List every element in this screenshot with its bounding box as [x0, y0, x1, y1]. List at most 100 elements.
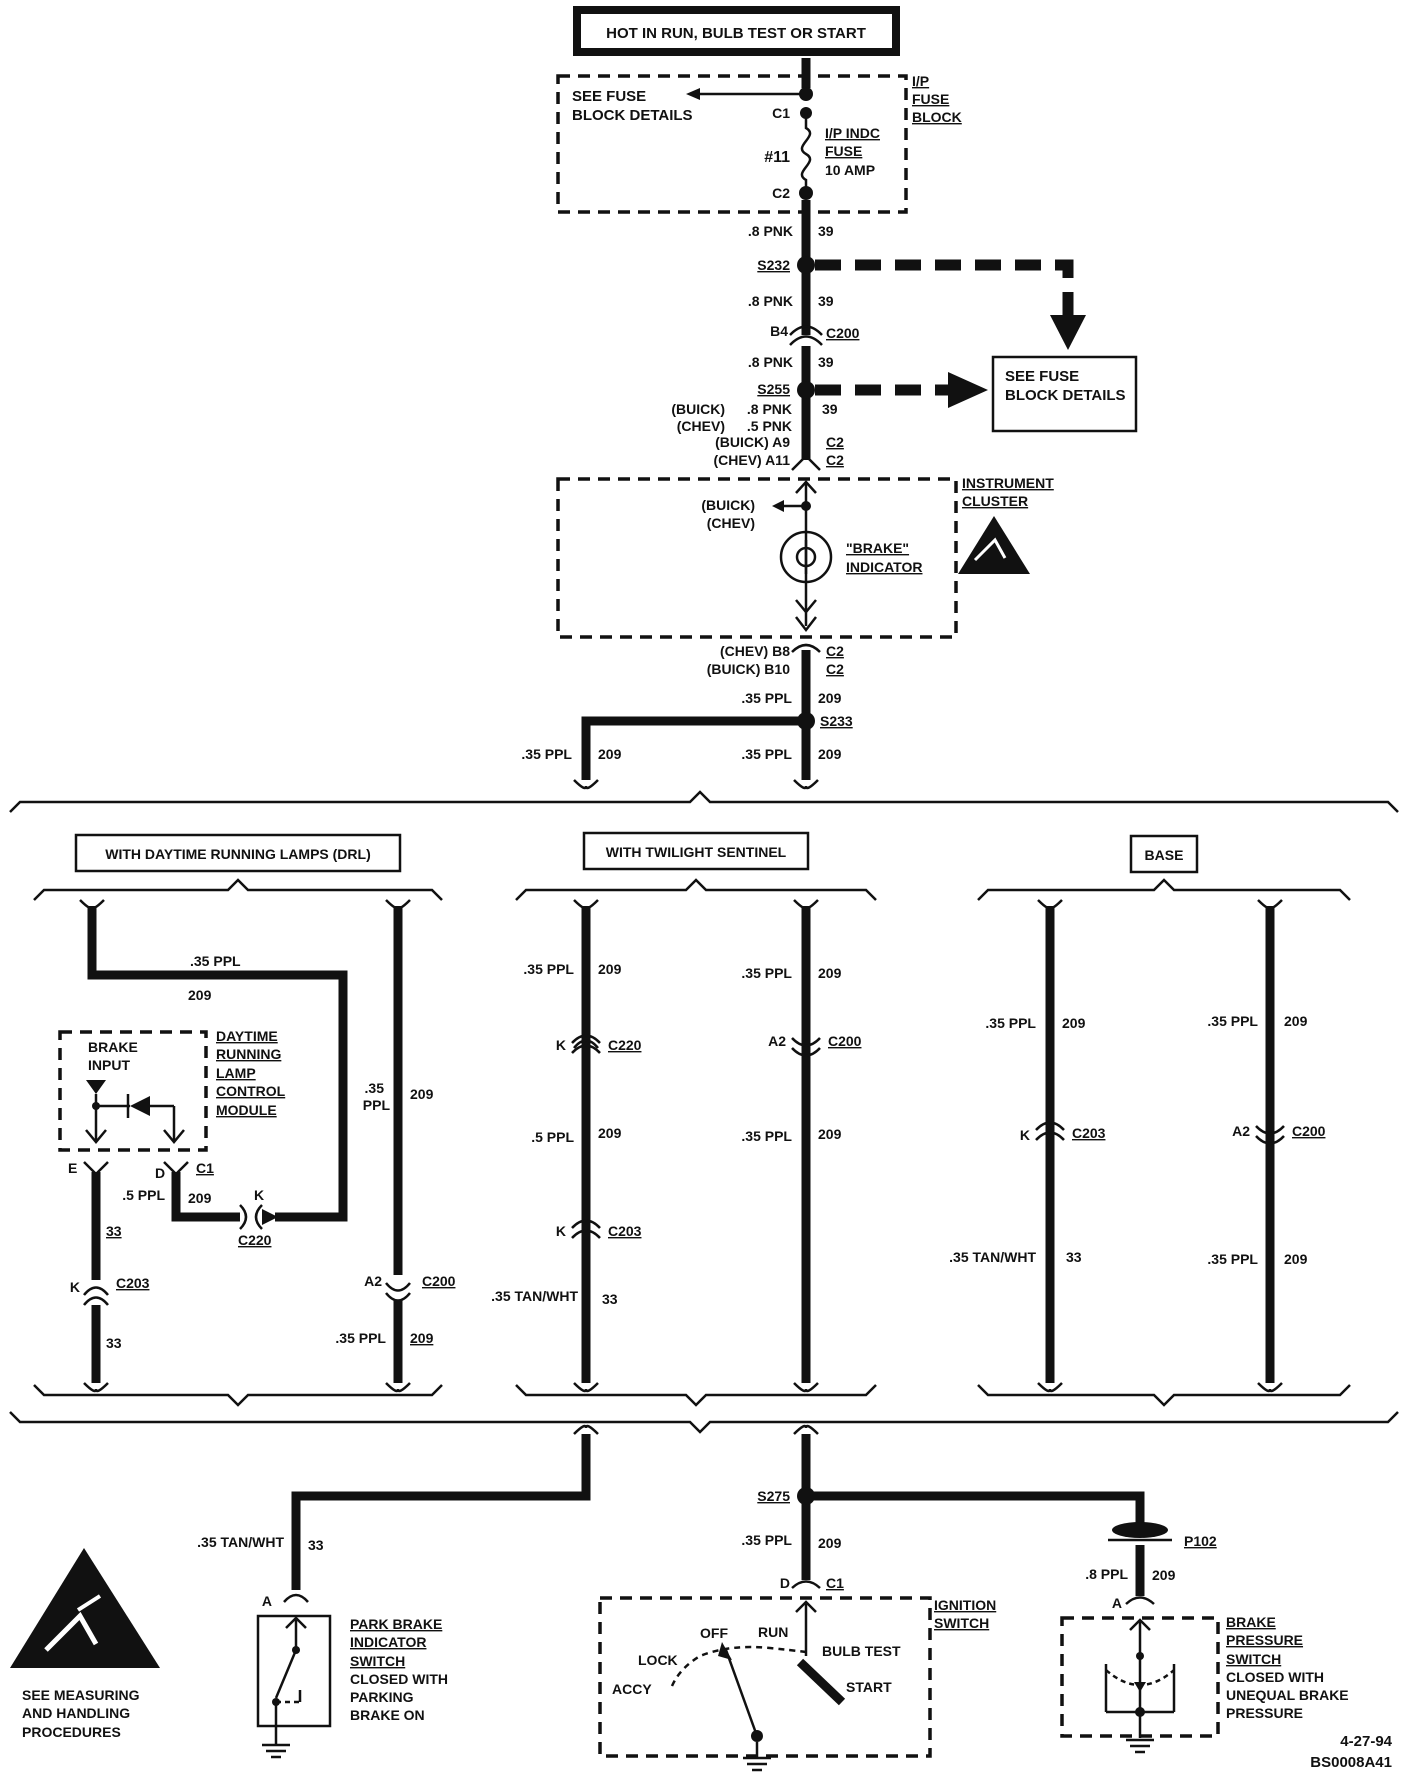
connector-label: P102 — [1184, 1533, 1217, 1549]
circuit-label: 209 — [818, 1126, 842, 1142]
pin-label: A2 — [1232, 1123, 1250, 1139]
circuit-label: 33 — [602, 1291, 618, 1307]
wire-label: .35 PPL — [741, 690, 792, 706]
connector-label: C200 — [1292, 1123, 1326, 1139]
circuit-label: 209 — [1152, 1567, 1176, 1583]
brake-indicator-bulb-icon — [779, 530, 833, 584]
wire-label: .8 PPL — [1085, 1566, 1128, 1582]
switch-pointer-icon — [718, 1642, 732, 1660]
pin-label: A2 — [768, 1033, 786, 1049]
wire-label: .35 — [365, 1080, 385, 1096]
ignition-switch — [598, 1596, 932, 1758]
pin-label: A2 — [364, 1273, 382, 1289]
circuit-label: 209 — [818, 690, 842, 706]
brake-pressure-switch — [1060, 1616, 1220, 1738]
header: HOT IN RUN, BULB TEST OR START — [573, 6, 900, 56]
main-wire: .8 PNK 39 S232 .8 PNK 39 B4 C200 .8 PNK … — [671, 200, 1086, 471]
splice-s255 — [797, 381, 815, 399]
wire-label: .35 PPL — [985, 1015, 1036, 1031]
ground-icon — [743, 1756, 771, 1772]
circuit-label: 39 — [822, 401, 838, 417]
circuit-label: 33 — [106, 1223, 122, 1239]
arrow-down-icon — [1050, 315, 1086, 350]
esd-warning-icon — [10, 1548, 160, 1668]
wire-label: .35 PPL — [523, 961, 574, 977]
variant-label: (BUICK) — [671, 401, 725, 417]
splice-label: S232 — [757, 257, 790, 273]
switch-label: BRAKE ON — [350, 1707, 425, 1723]
splice-label: S255 — [757, 381, 790, 397]
switch-label: PARKING — [350, 1689, 414, 1705]
cluster-label: INSTRUMENT — [962, 475, 1054, 491]
connector-label: C1 — [826, 1575, 844, 1591]
switch-label: BRAKE — [1226, 1614, 1276, 1630]
twilight-section: WITH TWILIGHT SENTINEL .35 PPL 209 K C22… — [491, 831, 877, 1407]
fuse-details-text: SEE FUSE — [1005, 368, 1079, 385]
connector-label: C2 — [826, 643, 844, 659]
connector-label: C203 — [116, 1275, 150, 1291]
connector-label: C220 — [608, 1037, 642, 1053]
connector-label: C2 — [826, 452, 844, 468]
fuse-details-text: BLOCK DETAILS — [1005, 387, 1126, 404]
circuit-label: 209 — [1062, 1015, 1086, 1031]
switch-label: IGNITION — [934, 1597, 996, 1613]
park-brake-switch — [256, 1614, 332, 1745]
connector-label: C200 — [826, 325, 860, 341]
wire-label: .35 PPL — [741, 965, 792, 981]
diagram-code: BS0008A41 — [1310, 1754, 1392, 1771]
pin-label: K — [254, 1187, 264, 1203]
fuse-details-note-2: BLOCK DETAILS — [572, 107, 693, 124]
connector-label: C1 — [196, 1160, 214, 1176]
wire-label: .35 TAN/WHT — [949, 1249, 1036, 1265]
arrow-icon — [686, 88, 700, 100]
wire-label: .8 PNK — [747, 401, 792, 417]
bottom-section: .35 TAN/WHT 33 S275 .35 PPL 209 P102 .8 … — [10, 1424, 1393, 1772]
connector-c200 — [789, 325, 823, 336]
pin-label: (BUICK) A9 — [715, 434, 790, 450]
circuit-label: 209 — [818, 1535, 842, 1551]
connector-label: C200 — [828, 1033, 862, 1049]
esd-note: SEE MEASURING — [22, 1687, 140, 1703]
pin-label: A — [1112, 1595, 1122, 1611]
module-label: MODULE — [216, 1102, 277, 1118]
pin-label: (CHEV) A11 — [713, 452, 790, 468]
switch-label: CLOSED WITH — [350, 1671, 448, 1687]
ignition-position-label: BULB TEST — [822, 1643, 901, 1659]
esd-note: AND HANDLING — [22, 1705, 130, 1721]
pin-label: K — [70, 1279, 80, 1295]
cluster-output: (CHEV) B8 (BUICK) B10 C2 C2 .35 PPL 209 … — [521, 643, 853, 790]
pin-label: K — [556, 1223, 566, 1239]
splice-s232 — [797, 256, 815, 274]
fuse-c2-label: C2 — [772, 185, 790, 201]
circuit-label: 209 — [598, 1125, 622, 1141]
arrow-icon — [772, 500, 784, 512]
wire-label: .8 PNK — [748, 354, 793, 370]
wire-label: .5 PPL — [531, 1129, 574, 1145]
ignition-position-label: LOCK — [638, 1652, 678, 1668]
module-pin-label: BRAKE — [88, 1039, 138, 1055]
indicator-label: "BRAKE" — [846, 540, 909, 556]
pin-label: K — [1020, 1127, 1030, 1143]
wire-label: .8 PNK — [748, 223, 793, 239]
connector-label: C200 — [422, 1273, 456, 1289]
circuit-label: 209 — [1284, 1013, 1308, 1029]
wire-label: .35 PPL — [1207, 1251, 1258, 1267]
wire-label: .35 PPL — [741, 746, 792, 762]
base-section: BASE .35 PPL 209 K C203 .35 TAN/WHT 33 .… — [949, 834, 1351, 1407]
fuse-c1-label: C1 — [772, 105, 790, 121]
module-pin-label: INPUT — [88, 1057, 130, 1073]
wire-label: .8 PNK — [748, 293, 793, 309]
fuse-label-1: I/P INDC — [825, 125, 880, 141]
cluster-label: CLUSTER — [962, 493, 1028, 509]
fuse-block-label-3: BLOCK — [912, 109, 962, 125]
variant-label: (BUICK) — [701, 497, 755, 513]
variant-label: (CHEV) — [677, 418, 725, 434]
fuse-label-3: 10 AMP — [825, 162, 875, 178]
circuit-label: 39 — [818, 223, 834, 239]
ignition-position-label: OFF — [700, 1625, 728, 1641]
ignition-position-label: RUN — [758, 1624, 788, 1640]
wire-label: .35 PPL — [741, 1532, 792, 1548]
wire-label: .35 TAN/WHT — [197, 1534, 284, 1550]
circuit-label: 209 — [818, 746, 842, 762]
circuit-label: 209 — [598, 961, 622, 977]
